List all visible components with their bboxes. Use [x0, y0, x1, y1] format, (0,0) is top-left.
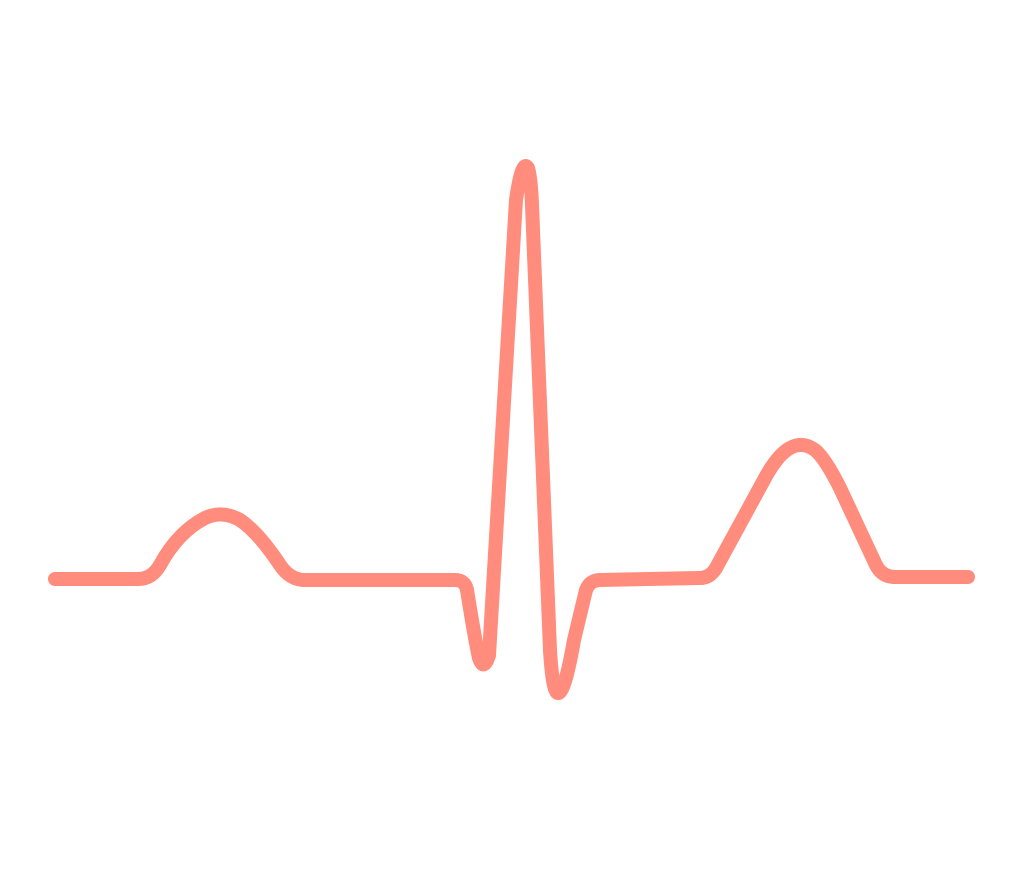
t-wave: [709, 438, 902, 584]
ecg-trace: [48, 159, 975, 701]
st-segment: [593, 561, 723, 587]
baseline-start-segment: [48, 558, 167, 586]
pr-segment: [298, 573, 474, 597]
s-wave: [543, 573, 607, 701]
p-wave: [153, 507, 312, 587]
r-wave: [482, 159, 557, 662]
q-wave: [460, 583, 496, 672]
